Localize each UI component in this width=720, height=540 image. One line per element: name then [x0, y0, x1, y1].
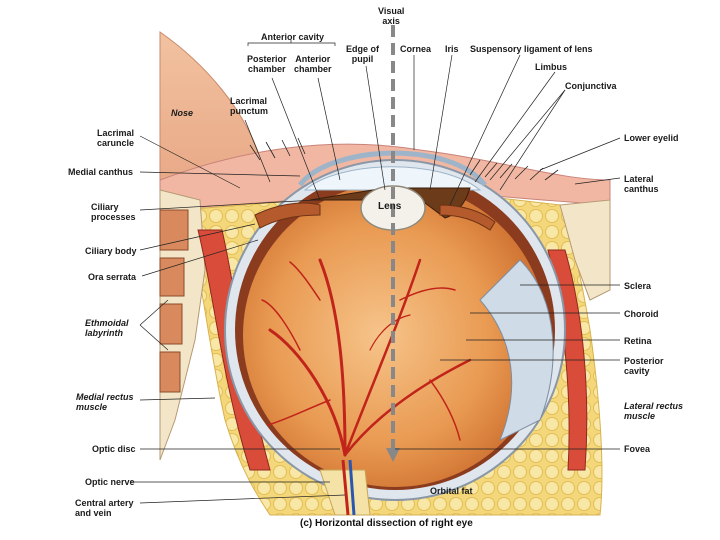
- label-choroid: Choroid: [624, 309, 659, 319]
- ethmoid-cell: [159, 351, 181, 393]
- label-iris: Iris: [445, 44, 459, 54]
- label-lateral-canthus: Lateral canthus: [624, 174, 659, 194]
- label-anterior-chamber: Anterior chamber: [294, 54, 332, 74]
- label-fovea: Fovea: [624, 444, 651, 454]
- label-nose: Nose: [171, 108, 194, 118]
- label-lacrimal-caruncle: Lacrimal caruncle: [97, 128, 135, 148]
- central-vessels: [341, 459, 350, 516]
- bracket-anterior-cavity: [247, 40, 336, 46]
- ethmoid-cell: [159, 257, 185, 297]
- label-optic-nerve: Optic nerve: [85, 477, 135, 487]
- ethmoid-cell: [159, 209, 189, 251]
- retinal-vessels: [261, 258, 472, 457]
- label-lower-eyelid: Lower eyelid: [624, 133, 679, 143]
- label-orbital-fat: Orbital fat: [430, 486, 473, 496]
- label-central-artery-vein: Central artery and vein: [75, 498, 134, 518]
- label-anterior-cavity: Anterior cavity: [261, 32, 325, 42]
- label-posterior-cavity: Posterior cavity: [624, 356, 664, 376]
- lateral-bone: [559, 199, 611, 301]
- label-cornea: Cornea: [400, 44, 432, 54]
- label-visual-axis: Visual axis: [378, 6, 405, 26]
- label-ora-serrata: Ora serrata: [88, 272, 137, 282]
- ciliary-body-right: [439, 204, 496, 231]
- ciliary-body-left: [254, 202, 321, 229]
- visual-axis-arrow: [386, 448, 400, 462]
- sclera-flap: [479, 259, 554, 442]
- central-vein: [348, 459, 356, 516]
- figure-caption: (c) Horizontal dissection of right eye: [300, 518, 473, 529]
- label-medial-rectus: Medial rectus muscle: [76, 392, 134, 412]
- label-lateral-rectus: Lateral rectus muscle: [624, 401, 684, 421]
- label-optic-disc: Optic disc: [92, 444, 136, 454]
- label-retina: Retina: [624, 336, 652, 346]
- label-ciliary-processes: Ciliary processes: [91, 202, 136, 222]
- label-limbus: Limbus: [535, 62, 568, 72]
- label-sclera: Sclera: [624, 281, 652, 291]
- label-edge-of-pupil: Edge of pupil: [346, 44, 379, 64]
- bracket-ethmoid: [139, 299, 169, 351]
- leader-lines: [130, 54, 621, 504]
- label-lens: Lens: [378, 201, 402, 212]
- label-ethmoidal-labyrinth: Ethmoidal labyrinth: [85, 318, 129, 338]
- label-ciliary-body: Ciliary body: [85, 246, 137, 256]
- label-lacrimal-punctum: Lacrimal punctum: [230, 96, 268, 116]
- label-suspensory-ligament: Suspensory ligament of lens: [470, 44, 593, 54]
- cornea: [298, 150, 487, 187]
- label-posterior-chamber: Posterior chamber: [247, 54, 287, 74]
- ethmoid-cell: [159, 303, 183, 345]
- label-medial-canthus: Medial canthus: [68, 167, 134, 177]
- label-conjunctiva: Conjunctiva: [565, 81, 617, 91]
